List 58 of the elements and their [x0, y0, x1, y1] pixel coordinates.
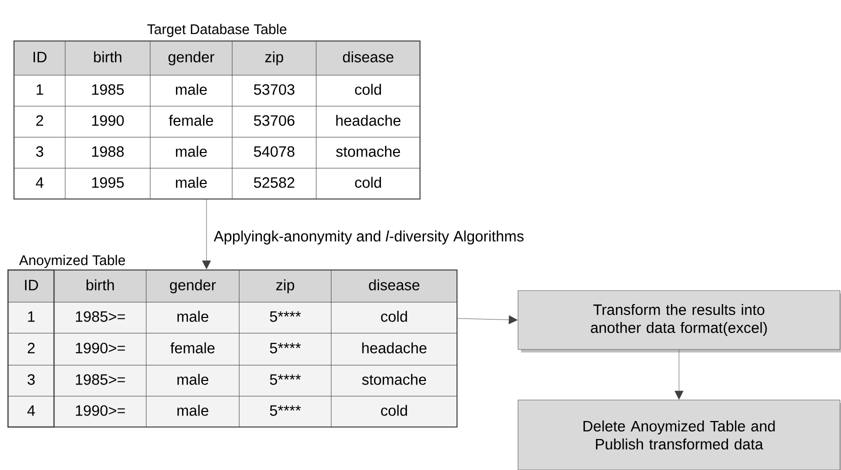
table-cell: zip	[232, 41, 316, 76]
table-cell: 3	[8, 365, 54, 396]
table-cell: 1990>=	[54, 396, 146, 428]
node-label: Anoymized Table	[19, 254, 126, 268]
table-cell: 5****	[239, 302, 332, 334]
table-cell: 2	[14, 106, 66, 138]
table-cell: 1990	[65, 106, 150, 138]
table-cell: headache	[316, 106, 420, 138]
table-cell: cold	[331, 396, 458, 428]
arrow	[674, 350, 684, 400]
table-cell: birth	[65, 41, 150, 76]
process-box: Transform the results into another data format(excel)	[518, 290, 841, 352]
table-cell: gender	[150, 41, 232, 76]
table-cell: 2	[8, 333, 54, 366]
table-cell: cold	[316, 75, 420, 106]
table-cell: stomache	[316, 137, 420, 168]
table-cell: zip	[239, 270, 332, 302]
table-cell: ID	[8, 270, 54, 302]
table-cell: ID	[14, 41, 66, 76]
table-cell: 5****	[239, 396, 332, 428]
arrow	[457, 315, 518, 324]
table-cell: headache	[331, 333, 458, 366]
table-cell: gender	[146, 270, 240, 302]
node-label: Target Database Table	[147, 24, 286, 37]
table-cell: male	[146, 302, 240, 334]
table-cell: 3	[14, 137, 66, 168]
table-cell: birth	[54, 270, 146, 302]
table-cell: 1	[14, 75, 66, 106]
table-cell: 5****	[239, 333, 332, 366]
table-cell: 1988	[65, 137, 150, 168]
table-cell: 52582	[232, 168, 316, 200]
table-cell: 1995	[65, 168, 150, 200]
table-cell: male	[150, 75, 232, 106]
table-cell: male	[146, 365, 240, 396]
table-cell: male	[150, 168, 232, 200]
table-cell: female	[150, 106, 232, 138]
table-cell: 1985	[65, 75, 150, 106]
table-cell: male	[146, 396, 240, 428]
table-cell: 54078	[232, 137, 316, 168]
table-cell: cold	[316, 168, 420, 200]
table-cell: 53703	[232, 75, 316, 106]
table-cell: disease	[316, 41, 420, 76]
table-cell: 1985>=	[54, 365, 146, 396]
arrow	[202, 199, 211, 270]
table-cell: 5****	[239, 365, 332, 396]
table-cell: 1985>=	[54, 302, 146, 334]
process-box: Delete Anoymized Table and Publish transformed data	[518, 400, 841, 470]
table-cell: disease	[331, 270, 458, 302]
table-cell: stomache	[331, 365, 458, 396]
table-cell: 4	[14, 168, 66, 200]
edge-label: Applyingk-anonymity and l-diversity Algorithms	[214, 230, 524, 244]
table-cell: cold	[331, 302, 458, 334]
table-cell: male	[150, 137, 232, 168]
table-cell: 4	[8, 396, 54, 428]
table-cell: female	[146, 333, 240, 366]
table-cell: 53706	[232, 106, 316, 138]
table-cell: 1	[8, 302, 54, 334]
table-cell: 1990>=	[54, 333, 146, 366]
